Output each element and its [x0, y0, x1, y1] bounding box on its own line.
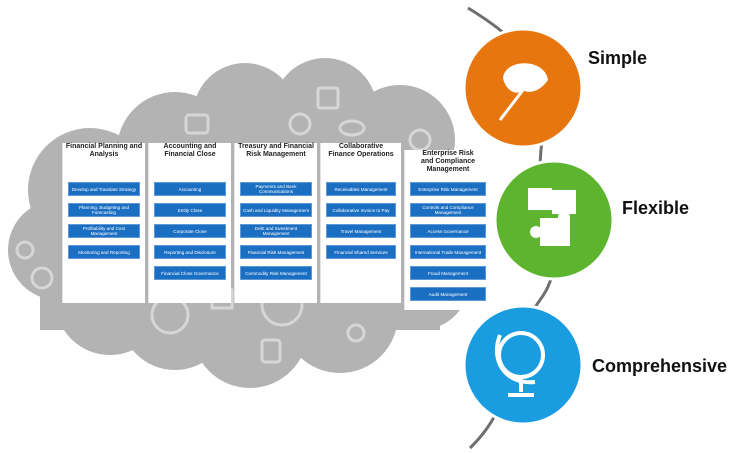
- process-item-button[interactable]: Commodity Risk Management: [240, 266, 312, 280]
- process-item-button[interactable]: Access Governance: [410, 224, 486, 238]
- process-item-button[interactable]: Entity Close: [154, 203, 226, 217]
- column-enterprise-risk: Enterprise Risk and Compliance Managemen…: [404, 150, 491, 310]
- process-item-button[interactable]: Financial Shared Services: [326, 245, 396, 259]
- process-item-button[interactable]: Cash and Liquidity Management: [240, 203, 312, 217]
- phone-icon: [260, 338, 282, 364]
- process-item-button[interactable]: Controls and Compliance Management: [410, 203, 486, 217]
- process-item-button[interactable]: Collaborative Invoice to Pay: [326, 203, 396, 217]
- comprehensive-circle: [462, 304, 584, 426]
- label-simple: Simple: [588, 48, 648, 68]
- label-flexible: Flexible: [622, 198, 690, 218]
- process-item-button[interactable]: Payments and Bank Communications: [240, 182, 312, 196]
- eye-icon: [338, 119, 366, 137]
- process-item-button[interactable]: Debt and Investment Management: [240, 224, 312, 238]
- process-item-button[interactable]: Audit Management: [410, 287, 486, 301]
- runner-icon: [15, 240, 35, 260]
- process-item-button[interactable]: Financial Risk Management: [240, 245, 312, 259]
- column-title: Treasury and Financial Risk Management: [238, 143, 314, 158]
- flexible-circle: [493, 159, 615, 281]
- process-item-button[interactable]: Travel Management: [326, 224, 396, 238]
- process-item-button[interactable]: Profitability and Cost Management: [68, 224, 140, 238]
- puzzle-icon: [528, 188, 576, 246]
- gauge-icon: [30, 266, 54, 290]
- column-title: Financial Planning and Analysis: [65, 143, 143, 158]
- process-item-button[interactable]: Enterprise Risk Management: [410, 182, 486, 196]
- process-item-button[interactable]: Receivables Management: [326, 182, 396, 196]
- column-accounting-close: Accounting and Financial Close Accountin…: [148, 143, 231, 303]
- simple-circle: [462, 27, 584, 149]
- column-title: Enterprise Risk and Compliance Managemen…: [420, 150, 476, 173]
- column-collaborative-finance: Collaborative Finance Operations Receiva…: [320, 143, 401, 303]
- process-item-button[interactable]: Monitoring and Reporting: [68, 245, 140, 259]
- briefcase-icon: [184, 113, 210, 135]
- label-comprehensive: Comprehensive: [592, 356, 728, 376]
- column-treasury-risk: Treasury and Financial Risk Management P…: [234, 143, 317, 303]
- gear-icon: [288, 112, 312, 136]
- process-item-button[interactable]: Planning, Budgeting and Forecasting: [68, 203, 140, 217]
- drops-icon: [346, 323, 366, 343]
- process-item-button[interactable]: Develop and Translate Strategy: [68, 182, 140, 196]
- process-item-button[interactable]: Accounting: [154, 182, 226, 196]
- ginkgo-leaf-icon: [498, 63, 548, 121]
- process-item-button[interactable]: International Trade Management: [410, 245, 486, 259]
- process-item-button[interactable]: Fraud Management: [410, 266, 486, 280]
- column-financial-planning: Financial Planning and Analysis Develop …: [62, 143, 145, 303]
- column-title: Collaborative Finance Operations: [328, 143, 394, 158]
- bar-chart-icon: [316, 86, 340, 110]
- globe-icon: [494, 331, 545, 397]
- process-item-button[interactable]: Financial Close Governance: [154, 266, 226, 280]
- process-item-button[interactable]: Corporate Close: [154, 224, 226, 238]
- process-item-button[interactable]: Reporting and Disclosure: [154, 245, 226, 259]
- column-title: Accounting and Financial Close: [163, 143, 217, 158]
